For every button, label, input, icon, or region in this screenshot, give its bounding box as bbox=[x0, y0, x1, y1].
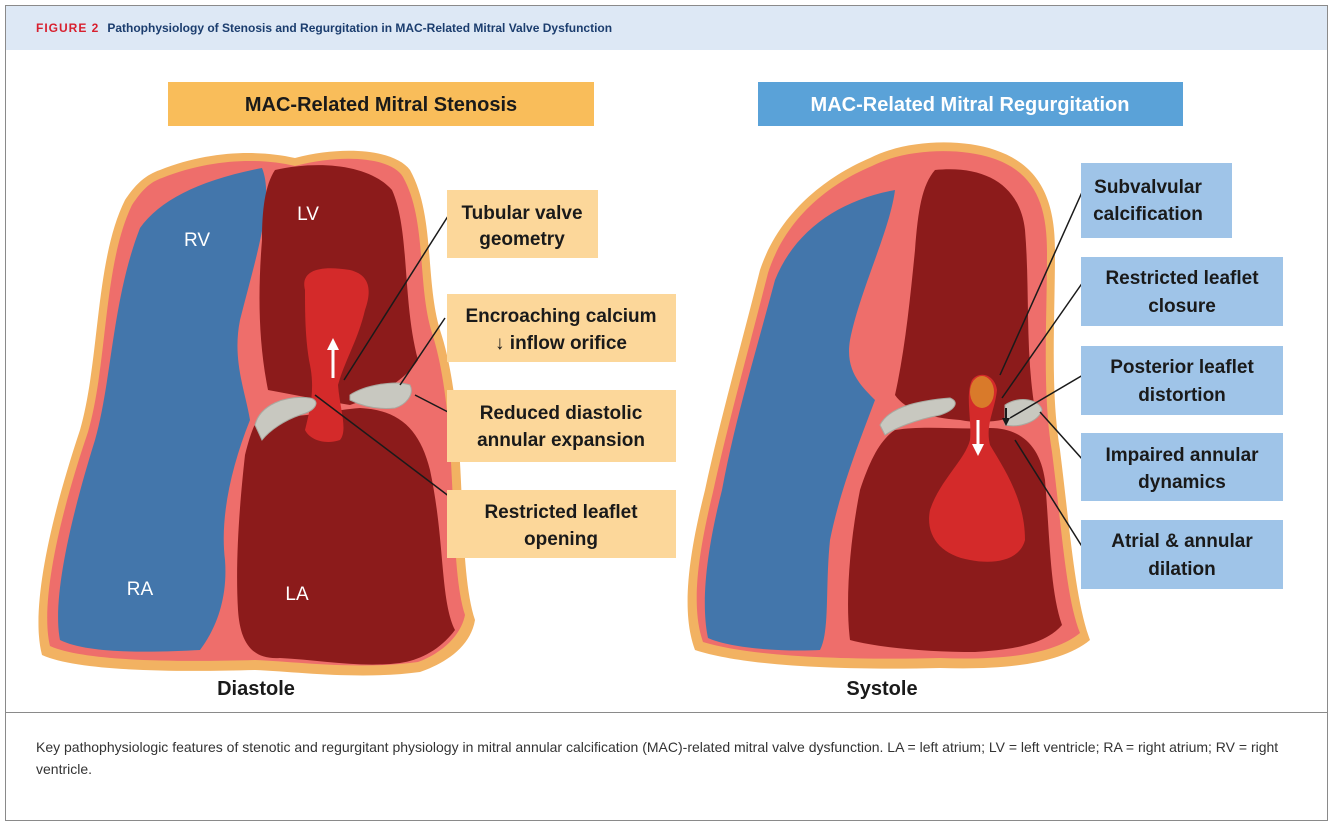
label-4-line-2: opening bbox=[524, 529, 598, 550]
lv-label: LV bbox=[297, 204, 319, 225]
label-r5-line-1: Atrial & annular bbox=[1111, 531, 1253, 552]
label-r2-line-1: Restricted leaflet bbox=[1105, 268, 1259, 289]
ra-label: RA bbox=[127, 579, 154, 600]
regurgitation-title: MAC-Related Mitral Regurgitation bbox=[811, 94, 1130, 116]
label-1-line-1: Tubular valve bbox=[461, 203, 582, 224]
stenosis-panel: MAC-Related Mitral Stenosis RV LV RA LA … bbox=[38, 82, 676, 700]
phase-diastole: Diastole bbox=[217, 678, 295, 700]
label-r3-line-2: distortion bbox=[1138, 385, 1226, 406]
regurgitation-panel: MAC-Related Mitral Regurgitation Subvalv… bbox=[688, 82, 1283, 700]
label-r1-line-2: calcification bbox=[1093, 204, 1203, 225]
label-2-line-1: Encroaching calcium bbox=[465, 306, 656, 327]
label-r4-line-1: Impaired annular bbox=[1105, 445, 1259, 466]
label-4-line-1: Restricted leaflet bbox=[484, 502, 638, 523]
stenosis-title: MAC-Related Mitral Stenosis bbox=[245, 94, 517, 116]
label-1-line-2: geometry bbox=[479, 229, 565, 250]
rv-label: RV bbox=[184, 230, 210, 251]
label-3-line-2: annular expansion bbox=[477, 430, 645, 451]
label-2-line-2: ↓ inflow orifice bbox=[495, 333, 627, 354]
label-r2-line-2: closure bbox=[1148, 296, 1216, 317]
label-box-r1 bbox=[1081, 163, 1232, 238]
phase-systole: Systole bbox=[846, 678, 917, 700]
label-r5-line-2: dilation bbox=[1148, 559, 1216, 580]
la-label: LA bbox=[285, 584, 309, 605]
label-box-3 bbox=[447, 390, 676, 462]
label-r4-line-2: dynamics bbox=[1138, 472, 1226, 493]
regurgitant-origin bbox=[970, 376, 994, 408]
label-r3-line-1: Posterior leaflet bbox=[1110, 357, 1254, 378]
label-r1-line-1: Subvalvular bbox=[1094, 177, 1202, 198]
label-3-line-1: Reduced diastolic bbox=[480, 403, 643, 424]
